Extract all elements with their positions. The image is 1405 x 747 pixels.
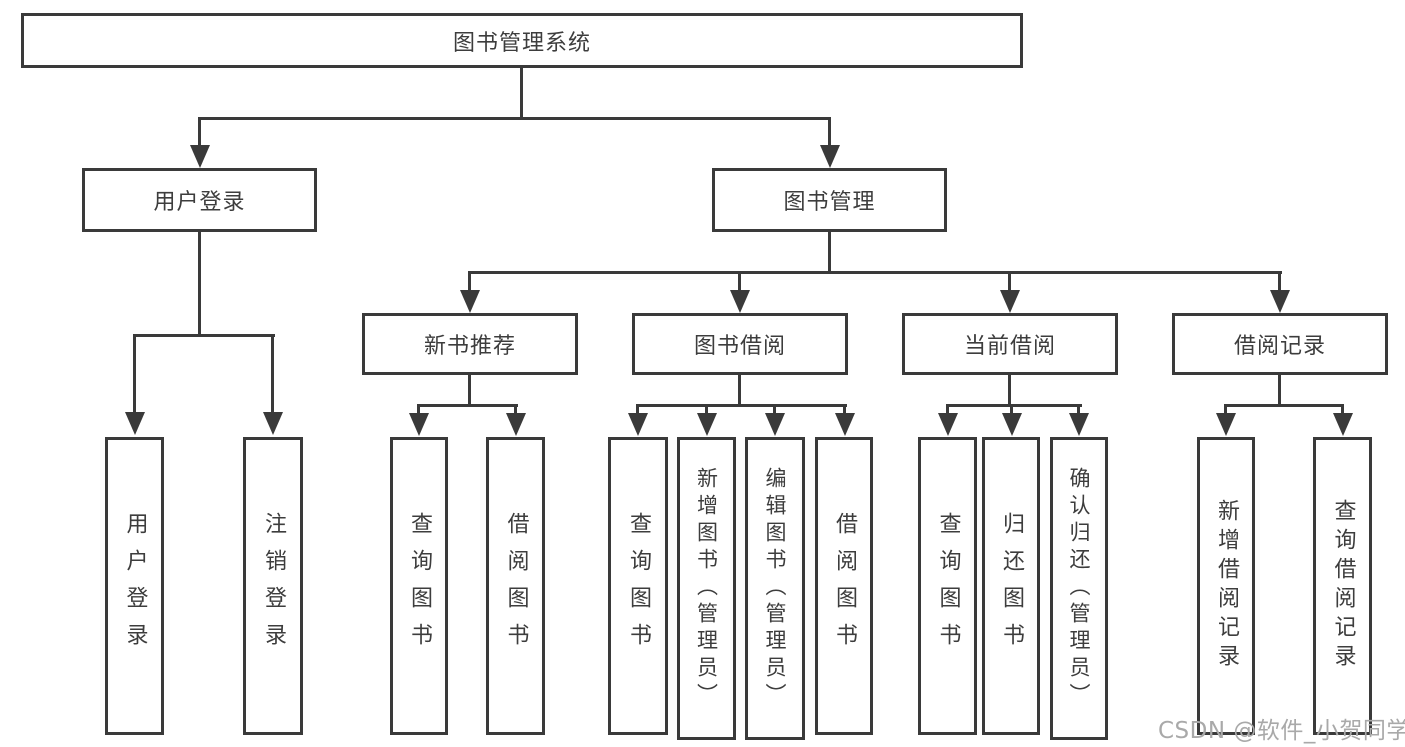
connector-stub	[417, 404, 420, 414]
leaf-query-books-borrow-label: 查询图书	[626, 512, 651, 660]
connector-records-down	[1278, 375, 1281, 406]
connector-mgmt-down	[828, 232, 831, 274]
connector-stub	[705, 404, 708, 414]
arrow-down-icon	[125, 412, 145, 435]
leaf-user-login-label: 用户登录	[122, 512, 148, 660]
leaf-logout: 注销登录	[243, 437, 303, 735]
connector-stub	[843, 404, 846, 414]
connector-stub	[1224, 404, 1227, 414]
connector-stub	[1010, 404, 1013, 414]
arrow-down-icon	[730, 290, 750, 313]
arrow-down-icon	[628, 413, 648, 436]
connector-level1-bar	[198, 117, 831, 120]
leaf-add-borrow-record-label: 新增借阅记录	[1214, 499, 1239, 673]
connector-to-records	[1278, 271, 1281, 292]
leaf-add-book-admin-label: 新增图书（管理员）	[694, 467, 719, 710]
connector-to-recommend	[468, 271, 471, 292]
leaf-confirm-return-admin: 确认归还（管理员）	[1050, 437, 1108, 740]
connector-to-borrow	[738, 271, 741, 292]
leaf-query-books-current-label: 查询图书	[935, 512, 961, 660]
arrow-down-icon	[1216, 413, 1236, 436]
node-current-borrow-label: 当前借阅	[963, 334, 1056, 359]
leaf-edit-book-admin-label: 编辑图书（管理员）	[763, 467, 787, 710]
arrow-down-icon	[263, 412, 283, 435]
leaf-query-borrow-record: 查询借阅记录	[1313, 437, 1372, 735]
leaf-query-books-borrow: 查询图书	[608, 437, 668, 735]
arrow-down-icon	[190, 145, 210, 168]
node-book-borrow-label: 图书借阅	[693, 334, 786, 359]
connector-recommend-down	[468, 375, 471, 406]
leaf-query-books-current: 查询图书	[918, 437, 977, 735]
connector-stub	[514, 404, 517, 414]
connector-to-leaf-user-login	[133, 334, 136, 414]
leaf-logout-label: 注销登录	[261, 512, 286, 660]
arrow-down-icon	[697, 413, 717, 436]
connector-to-leaf-logout	[271, 334, 274, 414]
node-user-login-label: 用户登录	[153, 190, 246, 215]
leaf-query-borrow-record-label: 查询借阅记录	[1330, 499, 1356, 673]
arrow-down-icon	[835, 413, 855, 436]
leaf-confirm-return-admin-label: 确认归还（管理员）	[1067, 467, 1091, 710]
leaf-borrow-books-recommend: 借阅图书	[486, 437, 545, 735]
arrow-down-icon	[1002, 413, 1022, 436]
node-new-book-recommend: 新书推荐	[362, 313, 578, 375]
connector-borrow-bar	[636, 404, 847, 407]
arrow-down-icon	[460, 290, 480, 313]
arrow-down-icon	[1333, 413, 1353, 436]
leaf-user-login: 用户登录	[105, 437, 164, 735]
connector-to-current	[1008, 271, 1011, 292]
arrow-down-icon	[938, 413, 958, 436]
node-root-system: 图书管理系统	[21, 13, 1023, 68]
arrow-down-icon	[1069, 413, 1089, 436]
connector-login-down	[198, 232, 201, 336]
connector-login-bar	[133, 334, 275, 337]
leaf-return-book-label: 归还图书	[999, 512, 1024, 660]
connector-root-down	[520, 68, 523, 120]
node-new-book-recommend-label: 新书推荐	[423, 334, 516, 359]
node-user-login: 用户登录	[82, 168, 317, 232]
connector-stub	[1341, 404, 1344, 414]
node-book-management-label: 图书管理	[783, 190, 876, 215]
connector-current-bar	[946, 404, 1082, 407]
arrow-down-icon	[1270, 290, 1290, 313]
arrow-down-icon	[820, 145, 840, 168]
leaf-borrow-books-recommend-label: 借阅图书	[503, 512, 529, 660]
connector-stub	[636, 404, 639, 414]
arrow-down-icon	[1000, 290, 1020, 313]
connector-borrow-down	[738, 375, 741, 406]
leaf-add-borrow-record: 新增借阅记录	[1197, 437, 1255, 735]
leaf-query-books-recommend-label: 查询图书	[407, 512, 432, 660]
connector-stub	[773, 404, 776, 414]
node-book-management: 图书管理	[712, 168, 947, 232]
leaf-add-book-admin: 新增图书（管理员）	[677, 437, 736, 740]
leaf-return-book: 归还图书	[982, 437, 1040, 735]
connector-stub	[1077, 404, 1080, 414]
connector-stub	[946, 404, 949, 414]
connector-to-user-login	[198, 117, 201, 147]
node-borrow-records: 借阅记录	[1172, 313, 1388, 375]
node-root-label: 图书管理系统	[452, 30, 591, 56]
connector-recommend-bar	[417, 404, 518, 407]
node-borrow-records-label: 借阅记录	[1233, 334, 1326, 359]
arrow-down-icon	[765, 413, 785, 436]
node-book-borrow: 图书借阅	[632, 313, 848, 375]
leaf-borrow-books: 借阅图书	[815, 437, 873, 735]
leaf-borrow-books-label: 借阅图书	[832, 512, 857, 660]
arrow-down-icon	[506, 413, 526, 436]
connector-to-book-management	[828, 117, 831, 147]
leaf-query-books-recommend: 查询图书	[390, 437, 448, 735]
leaf-edit-book-admin: 编辑图书（管理员）	[745, 437, 805, 740]
arrow-down-icon	[409, 413, 429, 436]
csdn-watermark: CSDN @软件_小贺同学	[1158, 718, 1405, 744]
connector-current-down	[1008, 375, 1011, 406]
node-current-borrow: 当前借阅	[902, 313, 1118, 375]
connector-level3-bar	[468, 271, 1282, 274]
connector-records-bar	[1224, 404, 1344, 407]
